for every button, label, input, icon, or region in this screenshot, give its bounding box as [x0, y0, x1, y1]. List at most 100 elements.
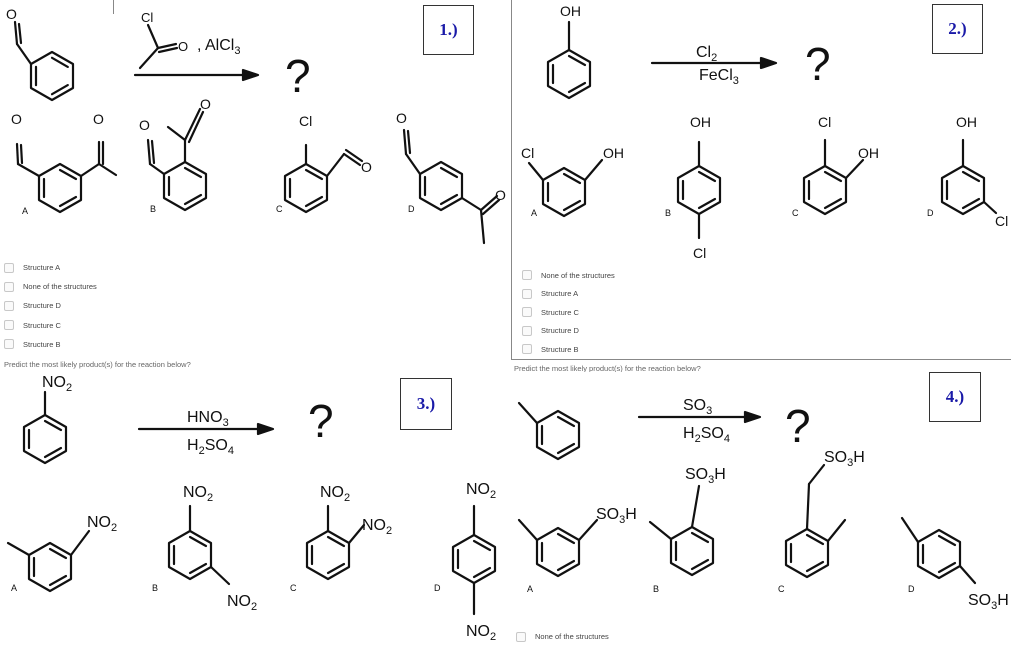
q3-structure-a: NO2 A: [6, 514, 117, 593]
option-label: Structure C: [541, 307, 579, 317]
svg-text:, AlCl3: , AlCl3: [197, 37, 240, 57]
q1-option-none[interactable]: None of the structures: [4, 277, 97, 296]
q4-structure-d: SO3H D: [900, 516, 1009, 612]
q4-reagent-hso-sub: 4: [724, 433, 730, 445]
svg-text:NO2: NO2: [466, 623, 496, 643]
q4-c-h: H: [853, 449, 865, 466]
q3-number-box: 3.): [400, 378, 452, 430]
option-label: None of the structures: [23, 282, 97, 292]
checkbox[interactable]: [522, 344, 532, 355]
checkbox[interactable]: [522, 325, 532, 336]
q3-reagent-h: H: [187, 437, 199, 454]
q2-label-b: B: [665, 208, 671, 218]
svg-text:SO3H: SO3H: [968, 592, 1009, 612]
q1-option-structure-c[interactable]: Structure C: [4, 316, 97, 335]
checkbox[interactable]: [522, 288, 532, 299]
q1-d-oxygen-2: O: [495, 187, 506, 203]
q3-reagent-so: SO: [205, 437, 228, 454]
q4-reagent-hso: SO: [701, 425, 724, 442]
q4-reagent-so-sub: 3: [706, 405, 712, 417]
svg-text:NO2: NO2: [42, 374, 72, 394]
q4-b-so: SO: [685, 466, 708, 483]
q1-d-oxygen-1: O: [396, 110, 407, 126]
q3-d-no-1: NO: [466, 481, 490, 498]
q4-d-so: SO: [968, 592, 991, 609]
option-label: Structure B: [23, 339, 61, 349]
q3-label-c: C: [290, 583, 297, 593]
question-1-panel: O Cl O , AlCl3 ? O O A: [0, 0, 511, 358]
q2-option-structure-b[interactable]: Structure B: [522, 340, 615, 359]
q2-b-oh: OH: [690, 114, 711, 130]
q2-a-oh: OH: [603, 145, 624, 161]
checkbox[interactable]: [4, 320, 14, 331]
question-2-diagram: OH Cl2 FeCl3 ? Cl OH A OH Cl B: [521, 3, 1008, 261]
option-label: Structure B: [541, 344, 579, 354]
question-3-diagram: NO2 HNO3 H2SO4 ? NO2 A NO2 NO2 B: [6, 374, 496, 643]
q4-structure-b: SO3H B: [648, 466, 726, 594]
q4-reagent-h-sub: 2: [695, 433, 701, 445]
q3-b-no-2-sub: 2: [251, 601, 257, 613]
q4-structure-a: SO3H A: [517, 506, 637, 594]
q3-label-a: A: [11, 583, 17, 593]
option-label: Structure D: [23, 301, 61, 311]
q1-b-oxygen-1: O: [139, 117, 150, 133]
q4-b-h: H: [714, 466, 726, 483]
q2-structure-b: OH Cl B: [665, 114, 722, 261]
q2-option-structure-c[interactable]: Structure C: [522, 303, 615, 322]
checkbox[interactable]: [4, 281, 14, 292]
q4-option-none[interactable]: None of the structures: [516, 627, 609, 646]
svg-text:NO2: NO2: [320, 484, 350, 504]
q2-option-none[interactable]: None of the structures: [522, 266, 615, 285]
q3-structure-b: NO2 NO2 B: [152, 484, 257, 613]
option-label: Structure A: [541, 289, 579, 299]
q1-c-oxygen: O: [361, 159, 372, 175]
q1-option-structure-b[interactable]: Structure B: [4, 335, 97, 354]
q3-d-no-2: NO: [466, 623, 490, 640]
checkbox[interactable]: [522, 307, 532, 318]
q2-number-box: 2.): [932, 4, 983, 54]
svg-text:FeCl3: FeCl3: [699, 67, 739, 87]
checkbox[interactable]: [4, 339, 14, 350]
q2-d-cl: Cl: [995, 213, 1008, 229]
q4-label-b: B: [653, 584, 659, 594]
q1-structure-c: Cl O C: [276, 113, 372, 214]
q3-reagent-h-sub: 2: [199, 445, 205, 457]
q2-options: None of the structures Structure A Struc…: [522, 266, 615, 359]
q3-start-no: NO: [42, 374, 66, 391]
checkbox[interactable]: [522, 270, 532, 281]
q3-c-no-2: NO: [362, 517, 386, 534]
q3-caption: Predict the most likely product(s) for t…: [4, 360, 191, 369]
q2-start-oh: OH: [560, 3, 581, 19]
q3-c-no-2-sub: 2: [386, 525, 392, 537]
q4-b-so-sub: 3: [708, 474, 714, 486]
q2-reagent-fecl-sub: 3: [733, 75, 739, 87]
question-4-diagram: SO3 H2SO4 ? SO3H A SO3H B SO3H C: [517, 397, 1009, 612]
q4-question-mark: ?: [785, 400, 811, 452]
q1-question-mark: ?: [285, 50, 311, 102]
q1-label-a: A: [22, 206, 28, 216]
q2-c-oh: OH: [858, 145, 879, 161]
svg-text:NO2: NO2: [362, 517, 392, 537]
q2-start-phenol: OH: [546, 3, 592, 100]
q4-label-c: C: [778, 584, 785, 594]
q4-number: 4.): [945, 387, 965, 406]
q1-option-structure-a[interactable]: Structure A: [4, 258, 97, 277]
q3-a-no: NO: [87, 514, 111, 531]
q1-option-structure-d[interactable]: Structure D: [4, 296, 97, 315]
q1-reagent-sub: 3: [234, 45, 240, 57]
q1-start-benzaldehyde: O: [6, 6, 75, 102]
svg-text:SO3H: SO3H: [824, 449, 865, 469]
question-2-panel: OH Cl2 FeCl3 ? Cl OH A OH Cl B: [513, 0, 1011, 358]
q1-start-oxygen: O: [6, 6, 17, 22]
svg-text:SO3H: SO3H: [596, 506, 637, 526]
checkbox[interactable]: [4, 262, 14, 273]
q2-label-a: A: [531, 208, 537, 218]
checkbox[interactable]: [4, 300, 14, 311]
option-label: None of the structures: [535, 632, 609, 642]
q2-option-structure-d[interactable]: Structure D: [522, 322, 615, 341]
svg-text:Cl2: Cl2: [696, 44, 717, 64]
q2-option-structure-a[interactable]: Structure A: [522, 285, 615, 304]
checkbox[interactable]: [516, 631, 526, 642]
q1-reagent-oxygen: O: [178, 39, 188, 54]
q3-start-no-sub: 2: [66, 382, 72, 394]
